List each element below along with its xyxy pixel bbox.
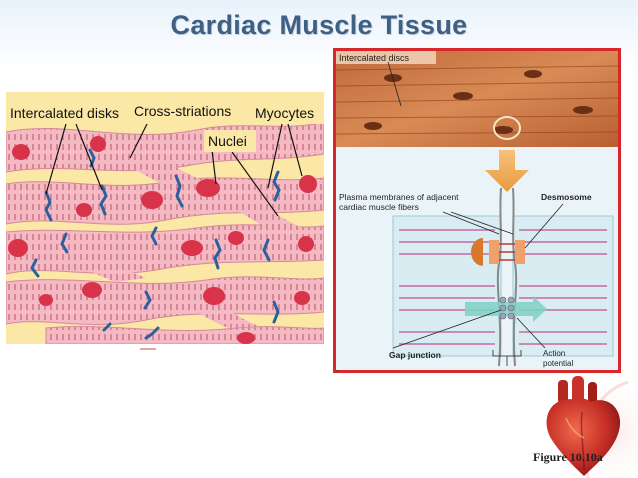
muscle-branch: [66, 252, 146, 282]
label-gap-junction: Gap junction: [389, 350, 441, 360]
nucleus: [8, 239, 28, 257]
desmosome-body: [515, 240, 525, 264]
nucleus: [39, 294, 53, 306]
schematic-leader-lines: [392, 203, 564, 349]
nucleus: [294, 291, 310, 305]
label-backing: [204, 130, 256, 152]
intercalated-disc: [213, 238, 222, 270]
leader-line: [211, 149, 217, 185]
bracket: [492, 350, 522, 366]
leader-line: [287, 123, 303, 177]
intercalated-disc: [150, 226, 158, 246]
nucleus: [181, 240, 203, 256]
label-backing: [8, 96, 120, 124]
muscle-branch: [126, 156, 206, 188]
nucleus: [82, 282, 102, 298]
intercalated-disc: [60, 232, 69, 254]
nucleus: [12, 144, 30, 160]
desmosome-plaque: [471, 238, 483, 266]
nucleus: [141, 191, 163, 209]
label-backing: [130, 96, 242, 124]
intercalated-disc: [44, 190, 53, 222]
heart-icon: [546, 376, 638, 478]
intercalated-disc: [272, 170, 281, 202]
nucleus: [298, 236, 314, 252]
intercalated-disc: [144, 326, 160, 340]
leader-line: [267, 123, 283, 189]
intercalated-disc-drawing: Intercalated discs Plasma membranes of a…: [333, 48, 621, 373]
leader-line: [75, 123, 103, 191]
desmosome-links: [499, 243, 515, 261]
muscle-branch: [186, 300, 258, 328]
label-backing: [252, 96, 324, 124]
label-plasma-membranes-2: cardiac muscle fibers: [339, 202, 419, 212]
micrograph-label: Intercalated discs: [339, 53, 410, 63]
cardiac-muscle-drawing: Intercalated disks Cross-striations Myoc…: [6, 92, 324, 344]
label-intercalated-disks: Intercalated disks: [10, 105, 119, 121]
leader-lines: [45, 121, 303, 217]
leader-line: [45, 123, 67, 195]
intercalated-disc: [143, 290, 152, 310]
intercalated-disc: [262, 238, 271, 262]
small-tick-mark: ": [336, 370, 339, 377]
micrograph-leader: [387, 61, 402, 107]
down-arrow-icon: [485, 150, 529, 192]
muscle-branch: [236, 202, 302, 232]
leader-line: [129, 121, 149, 159]
nucleus: [299, 175, 317, 193]
intercalated-disc: [30, 258, 40, 278]
desmosome-body: [489, 240, 499, 264]
decorative-dash: [140, 348, 156, 350]
slide-title: Cardiac Muscle Tissue: [170, 10, 468, 40]
gap-junction-channels: [499, 296, 515, 320]
intercalated-disc: [272, 300, 280, 324]
label-action-1: Action: [543, 349, 565, 358]
intercalated-disc-figure: Intercalated discs Plasma membranes of a…: [333, 48, 621, 373]
leader-line: [231, 151, 279, 217]
cardiac-muscle-illustration: Intercalated disks Cross-striations Myoc…: [6, 92, 324, 344]
nucleus: [90, 136, 106, 152]
nucleus: [203, 287, 225, 305]
intercalated-disc: [99, 184, 108, 216]
intercalated-disc: [102, 322, 112, 332]
label-nuclei: Nuclei: [208, 133, 247, 149]
heart-illustration: [518, 372, 638, 478]
label-action-2: potential: [543, 359, 573, 368]
label-myocytes: Myocytes: [255, 105, 314, 121]
nucleus: [196, 179, 220, 197]
micrograph-highlight-circle: [493, 116, 521, 140]
nucleus: [228, 231, 244, 245]
nucleus: [76, 203, 92, 217]
label-plasma-membranes-1: Plasma membranes of adjacent: [339, 192, 459, 202]
micrograph-label-backing: [336, 51, 436, 64]
label-cross-striations: Cross-striations: [134, 103, 231, 119]
figure-caption: Figure 10.10a: [533, 450, 603, 464]
micrograph-streaks: [336, 65, 618, 135]
label-desmosome: Desmosome: [541, 192, 592, 202]
nucleus: [237, 332, 255, 344]
nuclei-group: [8, 136, 317, 344]
intercalated-disc: [174, 174, 184, 208]
